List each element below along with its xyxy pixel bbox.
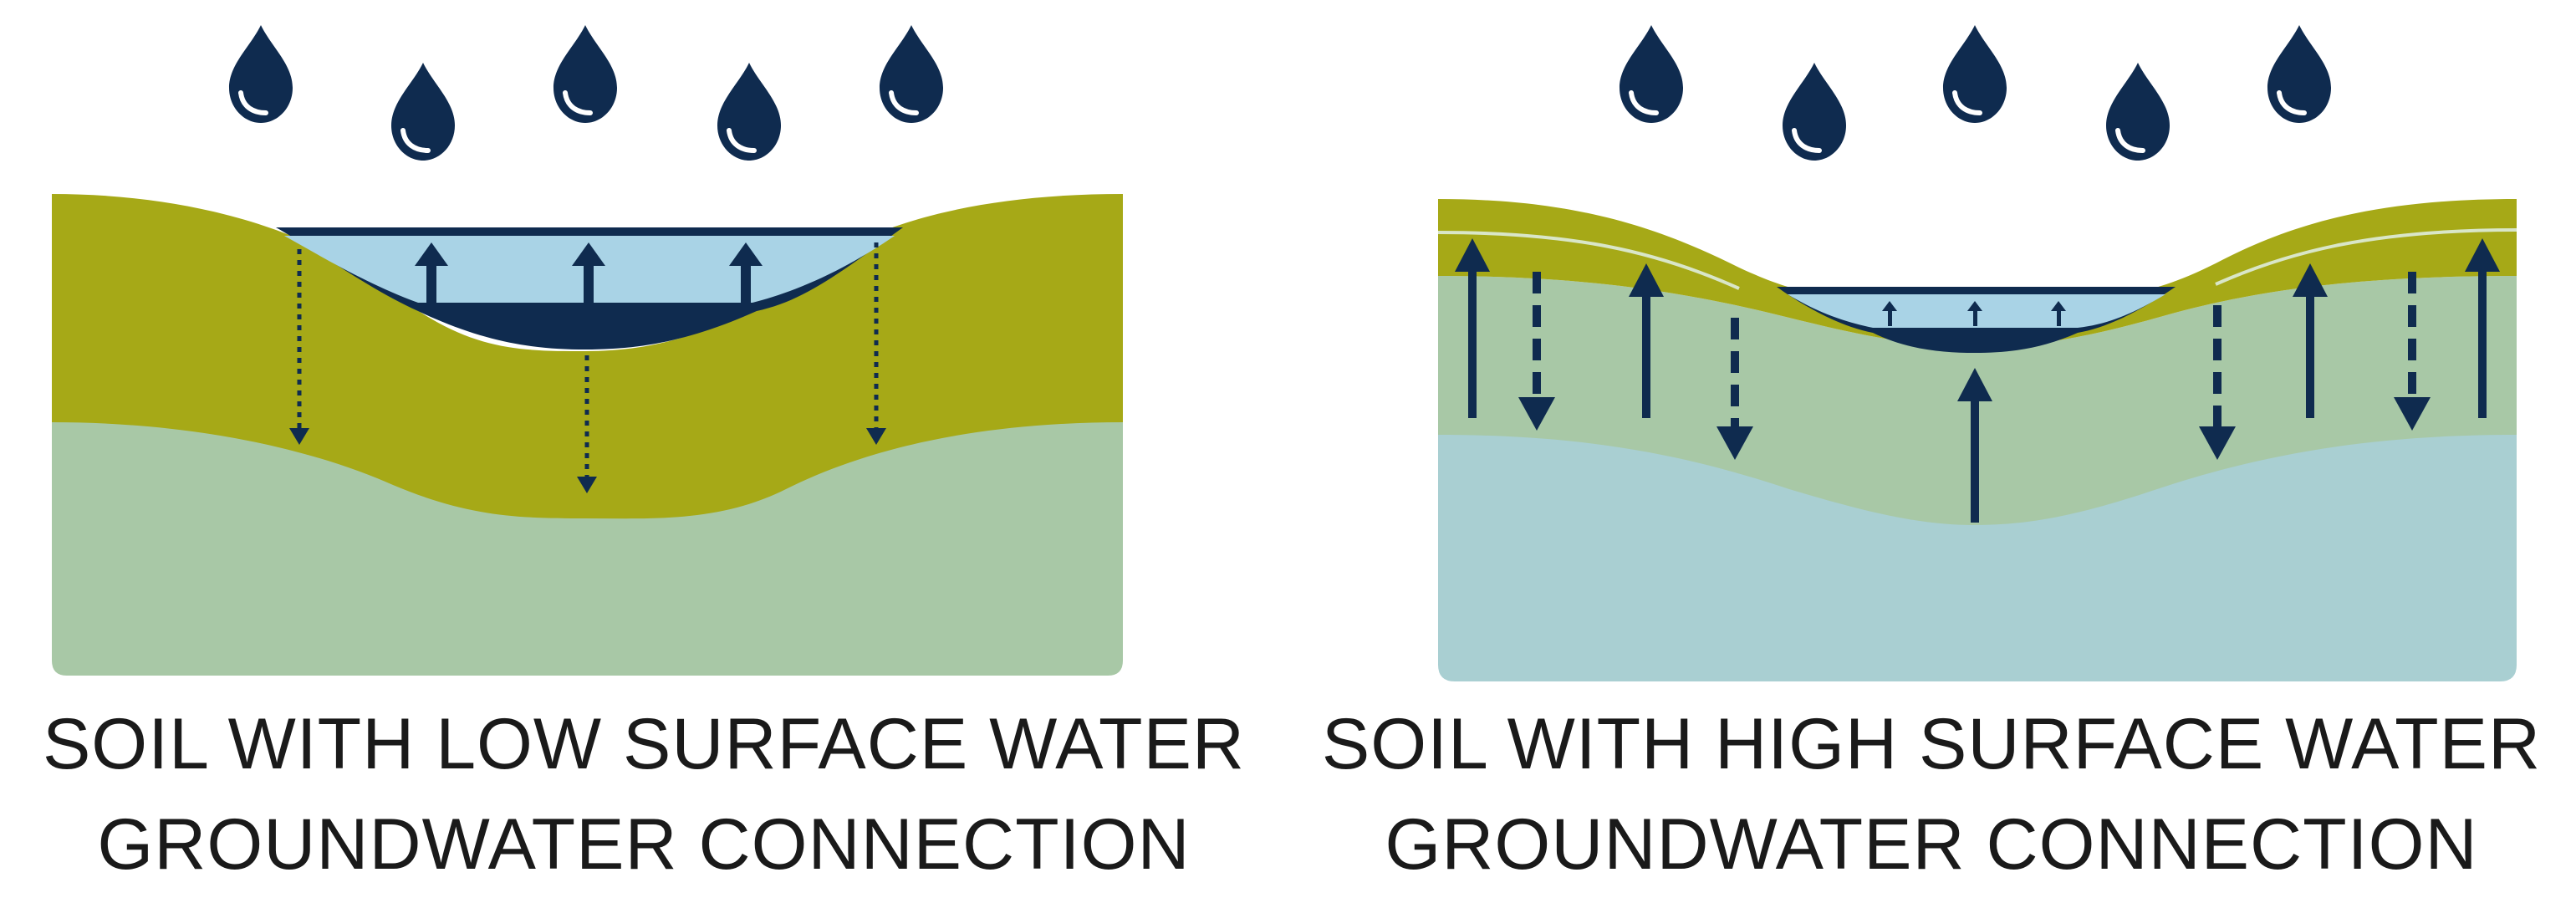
downward-flow-arrow <box>2394 272 2431 431</box>
raindrop-icon <box>391 63 455 161</box>
raindrop-icon <box>2267 25 2331 123</box>
evaporation-arrow <box>415 242 448 303</box>
high-connection-diagram <box>1437 0 2517 681</box>
upward-flow-arrow <box>1957 368 1992 523</box>
evaporation-arrow <box>1967 301 1982 326</box>
evaporation-arrow <box>1882 301 1897 326</box>
raindrop-icon <box>1783 63 1846 161</box>
caption-line-1: SOIL WITH LOW SURFACE WATER <box>42 704 1246 784</box>
upward-flow-arrow <box>2293 263 2328 418</box>
raindrop-icon <box>553 25 617 123</box>
upward-flow-arrow <box>1629 263 1664 418</box>
raindrop-icon <box>717 63 781 161</box>
downward-flow-arrow <box>2199 305 2236 460</box>
caption-line-1: SOIL WITH HIGH SURFACE WATER <box>1321 704 2542 784</box>
caption-line-2: GROUNDWATER CONNECTION <box>97 804 1191 885</box>
downward-flow-arrow <box>1716 318 1753 460</box>
evaporation-arrow <box>2051 301 2066 326</box>
evaporation-arrow <box>729 242 763 303</box>
infiltration-arrow <box>577 355 597 493</box>
downward-flow-arrow <box>1518 272 1555 431</box>
low-connection-panel: SOIL WITH LOW SURFACE WATER GROUNDWATER … <box>0 0 1288 895</box>
high-connection-caption: SOIL WITH HIGH SURFACE WATER GROUNDWATER… <box>1288 694 2575 895</box>
upward-flow-arrow <box>2465 238 2500 418</box>
raindrop-icon <box>880 25 943 123</box>
infiltration-arrow <box>866 242 886 445</box>
subsoil-layer <box>52 422 1123 676</box>
low-connection-diagram <box>52 0 1123 676</box>
caption-line-2: GROUNDWATER CONNECTION <box>1385 804 2478 885</box>
infiltration-arrow <box>289 249 309 445</box>
raindrop-icon <box>2106 63 2170 161</box>
raindrop-icon <box>229 25 293 123</box>
low-connection-caption: SOIL WITH LOW SURFACE WATER GROUNDWATER … <box>0 694 1288 895</box>
raindrop-icon <box>1943 25 2007 123</box>
capillary-line <box>1437 228 2517 290</box>
evaporation-arrow <box>572 242 605 303</box>
high-connection-panel: SOIL WITH HIGH SURFACE WATER GROUNDWATER… <box>1288 0 2575 898</box>
upward-flow-arrow <box>1455 238 1490 418</box>
groundwater-layer <box>1438 422 2517 681</box>
raindrop-icon <box>1620 25 1683 123</box>
